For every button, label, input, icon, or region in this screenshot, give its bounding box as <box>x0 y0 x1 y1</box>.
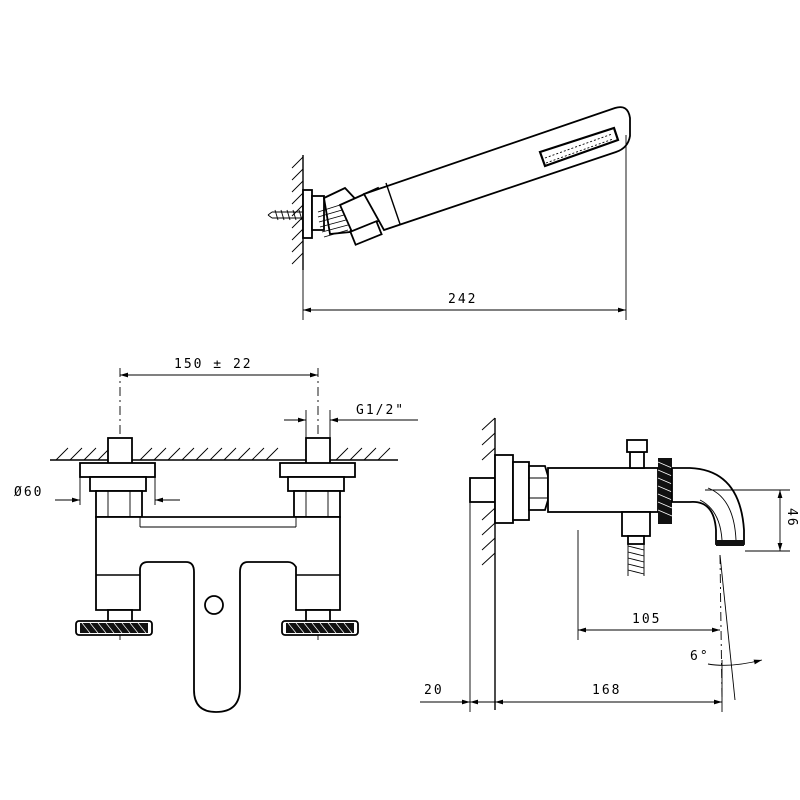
dim-242: 242 <box>448 292 477 307</box>
dim-thread: G1/2" <box>356 403 405 418</box>
knurled-handle-right <box>281 620 359 636</box>
dim-total-projection: 168 <box>592 683 621 698</box>
wall-hatch-front <box>55 447 391 461</box>
mixer-side-view: 46 105 6° 20 168 <box>420 417 799 712</box>
knurled-handle-side <box>657 458 673 524</box>
wall-hatch-top <box>291 156 304 265</box>
dim-wall-offset: 20 <box>424 683 444 698</box>
dim-spray-angle: 6° <box>690 649 710 664</box>
dim-escutcheon: Ø60 <box>14 485 43 500</box>
wall-hatch-side <box>481 417 496 566</box>
dim-spout-reach: 105 <box>632 612 661 627</box>
wall-screw <box>267 209 303 221</box>
mixer-front-view: 150 ± 22 G1/2" Ø60 <box>14 357 418 713</box>
hand-shower-view: 242 <box>267 106 631 320</box>
side-hose-spring <box>627 544 645 576</box>
dim-inlet-spacing: 150 ± 22 <box>174 357 253 372</box>
hose-spring <box>317 204 349 238</box>
knurled-handle-left <box>75 620 153 636</box>
dim-spout-height: 46 <box>784 508 799 528</box>
